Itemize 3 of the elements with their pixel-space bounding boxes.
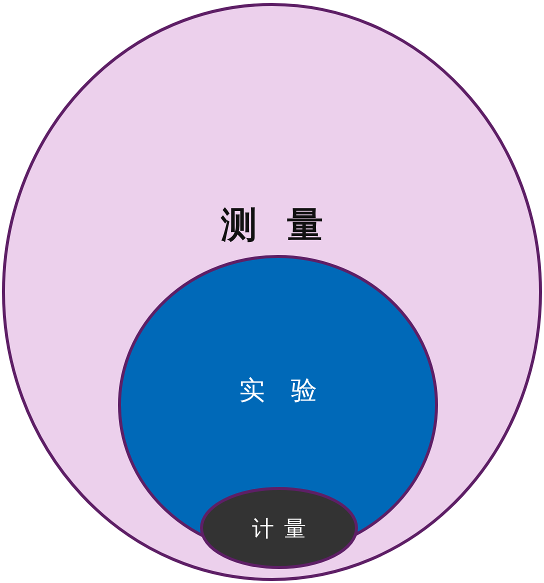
ellipse-label: 计量 bbox=[252, 516, 316, 544]
ellipse-label: 测量 bbox=[221, 203, 353, 248]
ellipse-label: 实验 bbox=[239, 375, 343, 408]
